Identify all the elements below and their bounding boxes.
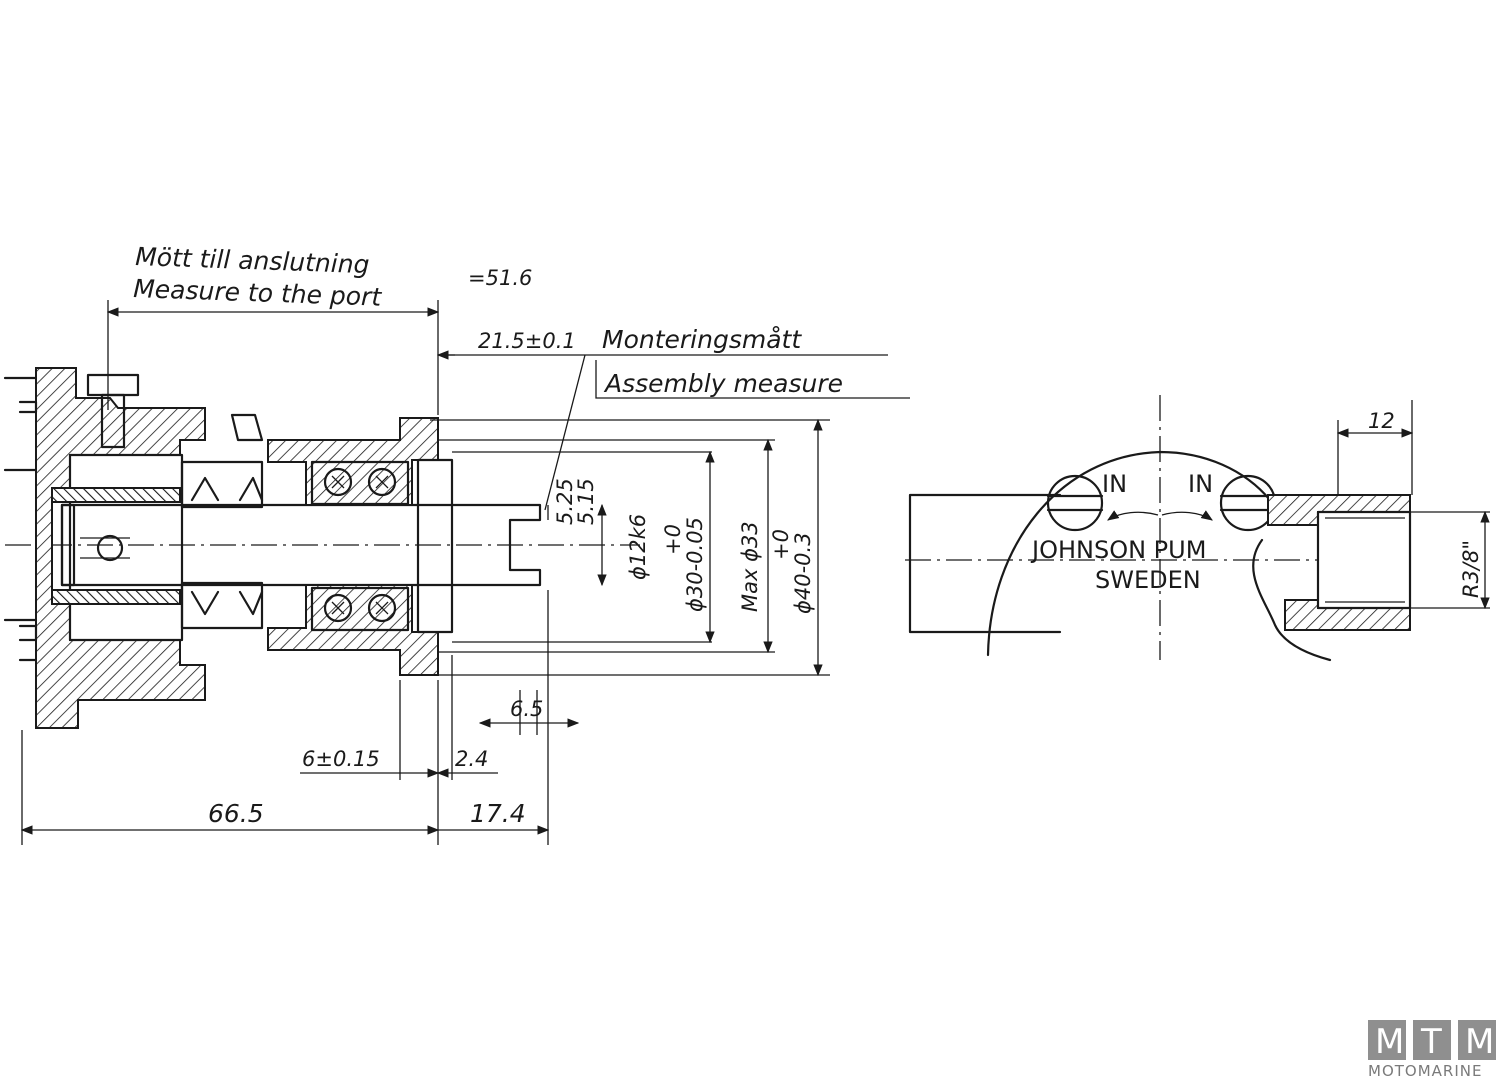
label-in-right: IN	[1188, 470, 1213, 498]
dim-text-bore: ϕ30-0.05	[683, 517, 707, 612]
diameter-outline-max	[430, 419, 830, 676]
seal-bushing-bottom	[51, 589, 181, 605]
dim-thread-extensions	[1410, 511, 1490, 609]
dim-text-665: 66.5	[208, 799, 264, 828]
label-port-value: =51.6	[468, 266, 532, 290]
flange-bolt-shank	[100, 393, 126, 449]
label-in-left: IN	[1102, 470, 1127, 498]
cover-break-line	[1252, 538, 1332, 662]
flange-stubs	[3, 376, 38, 662]
shaft-end	[60, 503, 76, 587]
dim-text-24: 2.4	[455, 747, 488, 771]
logo-word: MOTOMARINE	[1368, 1062, 1482, 1080]
label-assembly-tol: 21.5±0.1	[478, 329, 576, 353]
mtm-logo: M T M MOTOMARINE	[1368, 1020, 1496, 1080]
flange-bolt-head	[86, 373, 140, 397]
dim-text-shaft: ϕ12k6	[626, 514, 650, 580]
label-english-assembly: Assembly measure	[603, 369, 843, 398]
threaded-port-bore	[1316, 510, 1412, 610]
label-brand-line2: SWEDEN	[1095, 566, 1201, 594]
dim-text-d2: 5.15	[574, 478, 598, 525]
dim-text-d1: 5.25	[553, 478, 577, 525]
label-swedish-assembly: Monteringsmått	[602, 325, 802, 354]
label-swedish-port: Mött till anslutning	[135, 242, 370, 279]
lip-seals	[180, 413, 264, 630]
diameter-outline-inner	[452, 451, 712, 643]
shaft	[60, 503, 542, 587]
dim-text-thread: R3/8"	[1459, 540, 1483, 598]
dim-text-outer-tol: +0	[769, 529, 793, 560]
assembly-box	[595, 360, 910, 399]
dim-text-12: 12	[1368, 409, 1395, 433]
dim-text-174: 17.4	[470, 799, 526, 828]
dim-text-65: 6.5	[510, 697, 543, 721]
dim-text-max: Max ϕ33	[738, 521, 762, 612]
dim-text-outer: ϕ40-0.3	[791, 532, 815, 614]
housing-cavity	[68, 453, 184, 642]
shaft-pin	[96, 534, 124, 562]
threaded-port-top	[1267, 494, 1411, 526]
cover-screws	[1046, 474, 1277, 532]
rotation-arrow-right	[1161, 510, 1213, 521]
threaded-port-bottom	[1284, 599, 1411, 631]
label-brand-line1: JOHNSON PUM	[1030, 536, 1206, 564]
section-view: Mött till anslutning Measure to the port…	[3, 242, 910, 845]
assembly-leader	[544, 354, 586, 511]
rotation-arrow-left	[1107, 510, 1159, 521]
seal-bushing-top	[51, 487, 181, 503]
port-body-outline	[908, 493, 1062, 634]
diameter-outline-outer	[438, 439, 775, 653]
end-sleeve	[416, 458, 454, 634]
cover-arc	[986, 450, 1272, 657]
dim-text-bore-tol: +0	[661, 524, 685, 555]
dim-text-6: 6±0.15	[302, 747, 380, 771]
cover-view: IN IN JOHNSON PUM SWEDEN 12 R3/8"	[905, 395, 1490, 662]
label-english-port: Measure to the port	[133, 274, 383, 312]
logo-letter-2: T	[1420, 1022, 1442, 1062]
port-leader	[107, 300, 439, 415]
bottom-extensions	[21, 590, 549, 845]
ball-bearings	[310, 460, 410, 632]
logo-letter-3: M	[1465, 1022, 1494, 1062]
logo-letter-1: M	[1375, 1022, 1404, 1062]
